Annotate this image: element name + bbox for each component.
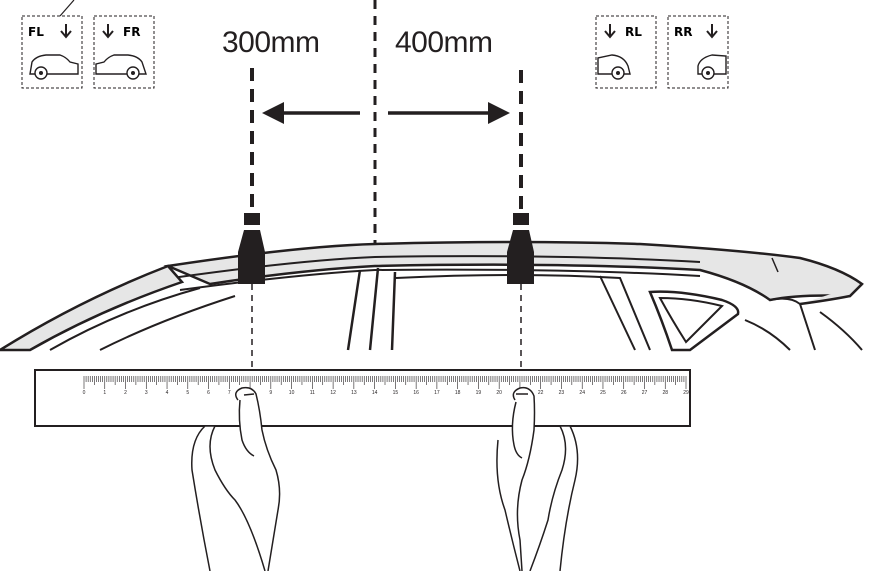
icon-rr: RR [667, 15, 729, 89]
car-rear-icon [697, 54, 727, 75]
ruler-tick-label: 7 [228, 390, 231, 396]
car-roof [0, 240, 864, 352]
ruler-tick-label: 11 [310, 390, 315, 396]
ruler-tick-label: 28 [662, 390, 668, 396]
ruler-tick-label: 22 [538, 390, 544, 396]
ruler-tick-label: 1 [103, 390, 106, 396]
measurement-front: 300mm [222, 26, 320, 59]
ruler-tick-label: 25 [600, 390, 606, 396]
ruler: 0123456789101112131415161718192021222324… [34, 369, 691, 427]
ruler-tick-label: 3 [145, 390, 148, 396]
ruler-tick-label: 10 [289, 390, 295, 396]
rack-foot-rear [507, 70, 534, 284]
ruler-tick-label: 13 [351, 390, 357, 396]
ruler-tick-label: 15 [393, 390, 399, 396]
ruler-tick-label: 9 [269, 390, 272, 396]
arrow-left [262, 102, 360, 124]
icon-rr-label: RR [674, 25, 692, 39]
ruler-tick-label: 23 [559, 390, 565, 396]
ruler-tick-label: 29 [683, 390, 689, 396]
ruler-tick-label: 27 [642, 390, 648, 396]
rack-foot-front [238, 68, 265, 284]
ruler-tick-label: 14 [372, 390, 378, 396]
ruler-tick-label: 0 [83, 390, 86, 396]
ruler-tick-label: 2 [124, 390, 127, 396]
icon-fr-label: FR [123, 25, 140, 39]
hand-left [191, 386, 281, 571]
icon-rl: RL [595, 15, 657, 89]
ruler-tick-labels: 0123456789101112131415161718192021222324… [83, 390, 689, 396]
ruler-tick-label: 12 [330, 390, 336, 396]
ruler-tick-label: 16 [413, 390, 419, 396]
leader-line [59, 0, 75, 17]
ruler-tick-label: 4 [166, 390, 169, 396]
icon-fl: FL [21, 15, 83, 89]
car-front-icon [95, 54, 147, 75]
ruler-tick-label: 17 [434, 390, 440, 396]
ruler-tick-label: 6 [207, 390, 210, 396]
ruler-tick-label: 26 [621, 390, 627, 396]
icon-fl-label: FL [28, 25, 44, 39]
ruler-tick-label: 20 [496, 390, 502, 396]
ruler-tick-label: 24 [579, 390, 585, 396]
car-rear-icon [597, 54, 631, 75]
car-front-icon [29, 54, 79, 75]
ruler-ticks [83, 376, 687, 389]
ruler-tick-label: 18 [455, 390, 461, 396]
hand-right [496, 386, 579, 571]
ruler-tick-label: 5 [186, 390, 189, 396]
icon-rl-label: RL [625, 25, 642, 39]
icon-fr: FR [93, 15, 155, 89]
measurement-rear: 400mm [395, 26, 493, 59]
arrow-right [388, 102, 510, 124]
ruler-tick-label: 19 [476, 390, 482, 396]
